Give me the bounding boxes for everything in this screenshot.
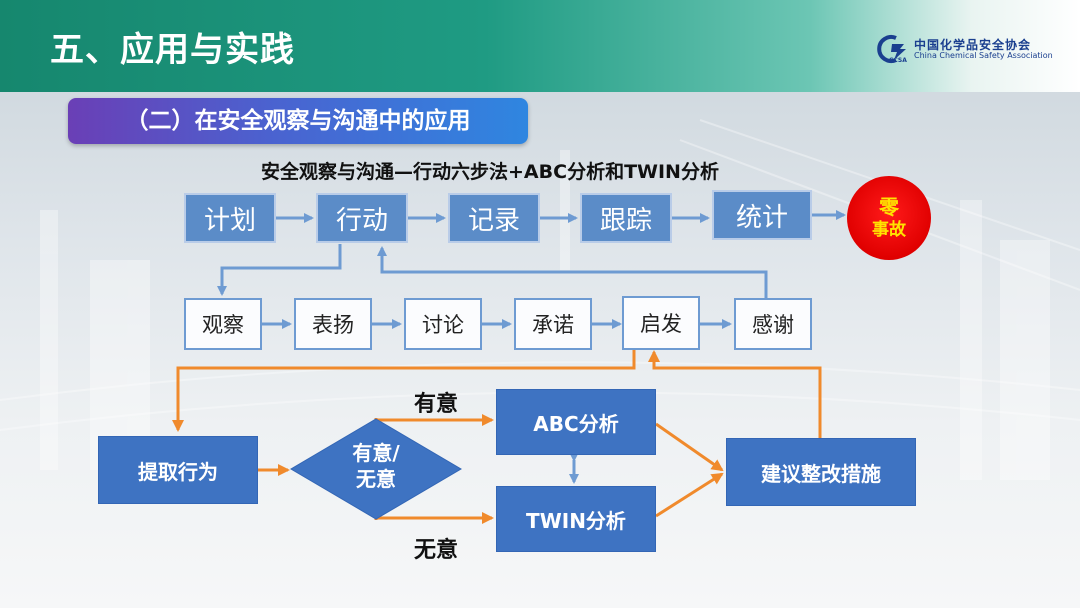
subtitle-banner: （二）在安全观察与沟通中的应用 xyxy=(68,98,528,144)
goal-line1: 零 xyxy=(879,195,899,219)
step-inspire: 启发 xyxy=(622,296,700,350)
step-record: 记录 xyxy=(448,193,540,243)
abc-analysis: ABC分析 xyxy=(496,389,656,455)
arrow-act-to-observe xyxy=(217,244,342,296)
step-praise: 表扬 xyxy=(294,298,372,350)
zero-accident-goal: 零 事故 xyxy=(847,176,931,260)
arrow-thank-to-act xyxy=(377,246,768,298)
logo-name-en: China Chemical Safety Association xyxy=(914,51,1053,60)
step-observe: 观察 xyxy=(184,298,262,350)
ccsa-logo-icon: CCSA xyxy=(877,35,907,64)
arrow-measures-to-inspire xyxy=(648,350,822,438)
step-thank: 感谢 xyxy=(734,298,812,350)
decision-label: 有意/ 无意 xyxy=(290,440,462,492)
step-discuss: 讨论 xyxy=(404,298,482,350)
step-commit: 承诺 xyxy=(514,298,592,350)
arrow-abc-to-measures xyxy=(655,422,724,472)
title-bar: 五、应用与实践 CCSA 中国化学品安全协会 China Chemical Sa… xyxy=(0,0,1080,92)
logo-name-cn: 中国化学品安全协会 xyxy=(914,38,1032,52)
arrow-inspire-to-extract xyxy=(172,350,636,432)
intentional-label: 有意 xyxy=(414,392,459,417)
decision-line1: 有意/ xyxy=(352,441,400,465)
improvement-measures: 建议整改措施 xyxy=(726,438,916,506)
unintentional-label: 无意 xyxy=(414,538,459,563)
diagram-heading: 安全观察与沟通—行动六步法+ABC分析和TWIN分析 xyxy=(261,161,719,183)
subtitle: （二）在安全观察与沟通中的应用 xyxy=(125,108,471,134)
decision-line2: 无意 xyxy=(356,467,396,491)
step-track: 跟踪 xyxy=(580,193,672,243)
svg-text:CCSA: CCSA xyxy=(889,57,907,64)
organization-logo: CCSA 中国化学品安全协会 China Chemical Safety Ass… xyxy=(876,34,1056,64)
step-act: 行动 xyxy=(316,193,408,243)
arrow-twin-to-measures xyxy=(655,472,724,518)
twin-analysis: TWIN分析 xyxy=(496,486,656,552)
step-statistics: 统计 xyxy=(712,190,812,240)
step-plan: 计划 xyxy=(184,193,276,243)
intent-decision-diamond xyxy=(290,418,462,520)
page-title: 五、应用与实践 xyxy=(50,30,295,70)
extract-behavior: 提取行为 xyxy=(98,436,258,504)
goal-line2: 事故 xyxy=(872,220,906,240)
